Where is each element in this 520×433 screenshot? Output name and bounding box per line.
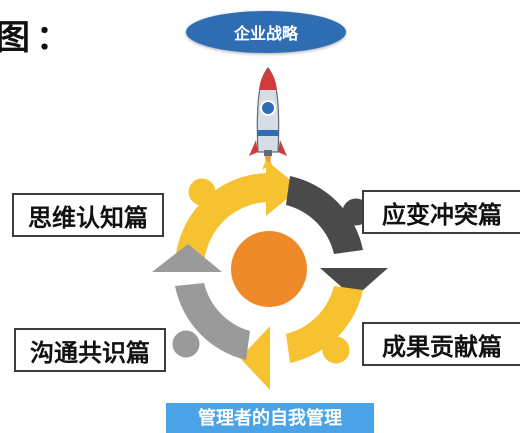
- segment-bottom-right: [286, 286, 363, 363]
- bottom-label: 管理者的自我管理: [166, 403, 374, 433]
- rocket-icon: [249, 67, 287, 176]
- dot-bottom-left: [172, 330, 200, 358]
- stage-bottom-right: 成果贡献篇: [362, 322, 520, 366]
- page-title: 图：: [0, 18, 76, 58]
- segment-top-left: [175, 173, 268, 268]
- segment-bottom-left: [175, 283, 250, 360]
- dot-bottom-right: [322, 336, 350, 364]
- segment-top-right: [286, 176, 363, 254]
- arrow-top: [266, 160, 300, 216]
- stage-top-left: 思维认知篇: [12, 193, 164, 237]
- stage-top-right: 应变冲突篇: [362, 190, 520, 234]
- goal-bubble: 企业战略: [186, 11, 346, 53]
- cycle-ring: [152, 160, 388, 390]
- arrow-bottom: [240, 326, 270, 390]
- arrow-right: [320, 268, 388, 298]
- arrow-left: [152, 244, 222, 272]
- stage-bottom-left: 沟通共识篇: [14, 328, 166, 372]
- dot-top-left: [188, 178, 216, 206]
- center-circle: [231, 231, 307, 307]
